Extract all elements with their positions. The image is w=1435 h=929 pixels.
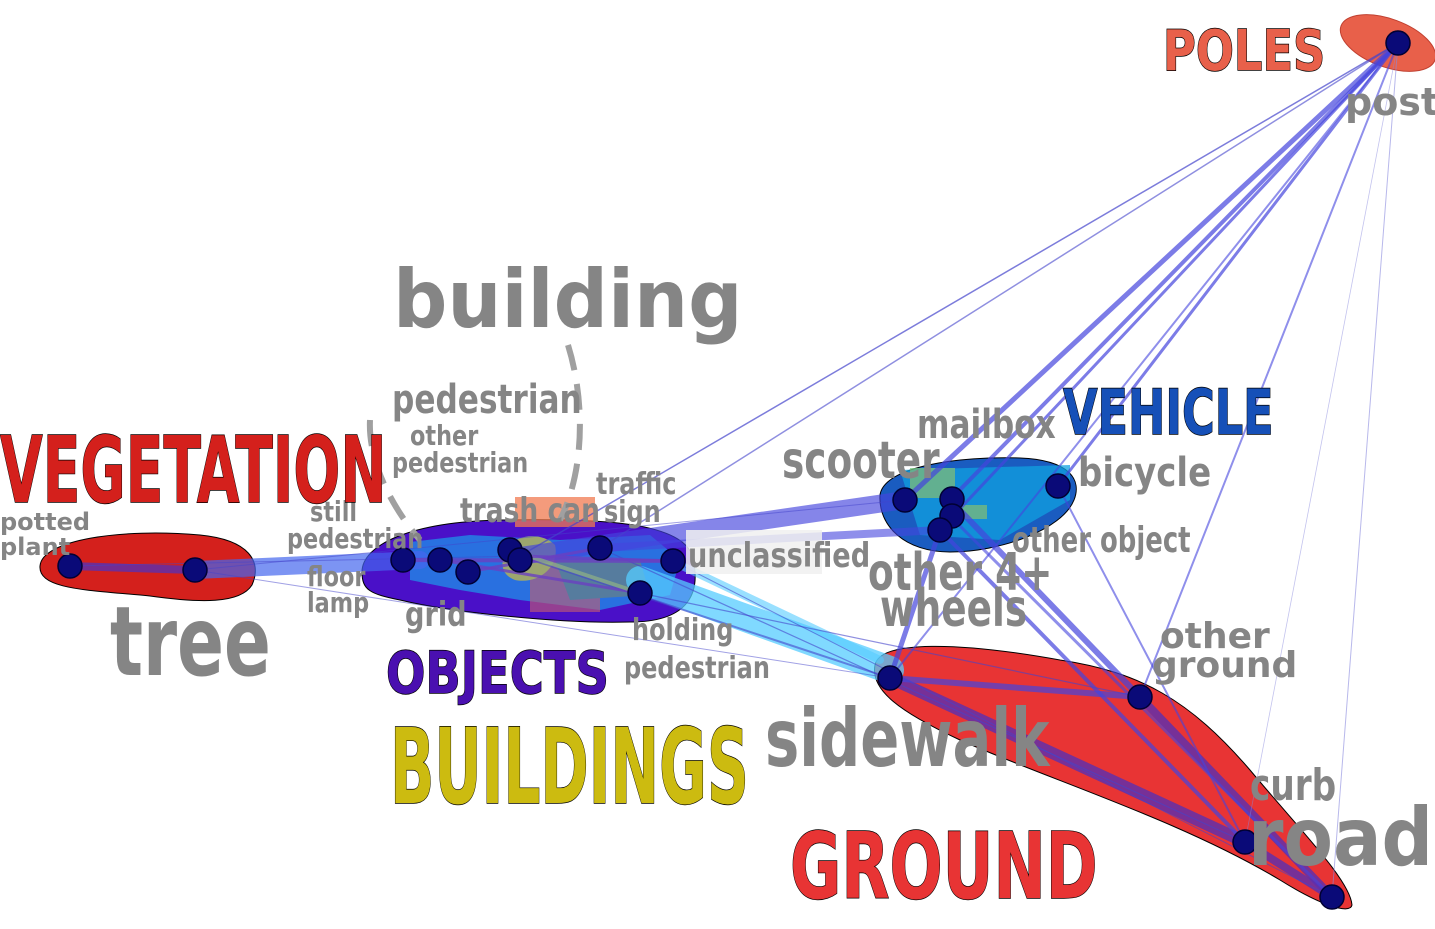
node-other-ground[interactable] <box>1127 684 1153 710</box>
label-potted-plant-2: plant <box>0 533 70 561</box>
label-holding-pedestrian-1: holding <box>632 613 733 647</box>
node-building[interactable] <box>507 547 533 573</box>
group-labels: POLES VEHICLE VEGETATION OBJECTS BUILDIN… <box>0 17 1326 921</box>
group-label-objects: OBJECTS <box>386 640 609 707</box>
node-grid[interactable] <box>455 559 481 585</box>
class-labels: post building pedestrian other pedestria… <box>0 80 1435 884</box>
node-potted-plant[interactable] <box>57 553 83 579</box>
label-other-4-wheels-1: other 4+ <box>868 542 1053 603</box>
label-road: road <box>1248 790 1433 884</box>
label-building: building <box>393 254 743 346</box>
node-floor-lamp[interactable] <box>427 547 453 573</box>
label-holding-pedestrian-2: pedestrian <box>624 651 770 685</box>
label-potted-plant-1: potted <box>0 508 90 536</box>
label-other-ground-1: other <box>1160 616 1270 657</box>
label-sidewalk: sidewalk <box>765 693 1051 786</box>
group-label-buildings: BUILDINGS <box>390 707 749 828</box>
label-tree: tree <box>110 585 271 697</box>
poles-hull <box>1339 14 1435 72</box>
node-other-4-wheels[interactable] <box>927 517 953 543</box>
label-traffic-sign-1: traffic <box>596 467 676 501</box>
label-mailbox: mailbox <box>917 402 1056 448</box>
label-grid: grid <box>405 595 467 635</box>
group-label-poles: POLES <box>1163 18 1325 83</box>
group-label-vegetation: VEGETATION <box>0 417 387 524</box>
node-road[interactable] <box>1319 884 1345 910</box>
label-scooter: scooter <box>782 430 940 491</box>
label-floor-lamp-2: lamp <box>307 585 369 618</box>
label-curb: curb <box>1250 760 1336 811</box>
group-label-ground: GROUND <box>790 813 1098 921</box>
node-still-pedestrian[interactable] <box>390 547 416 573</box>
node-post[interactable] <box>1385 30 1411 56</box>
label-trash-can: trash can <box>460 492 600 531</box>
label-other-4-wheels-2: wheels <box>880 578 1027 639</box>
group-label-vehicle: VEHICLE <box>1063 377 1274 449</box>
node-bicycle[interactable] <box>1045 473 1071 499</box>
node-curb[interactable] <box>1232 829 1258 855</box>
pedestrian-dashed-arc <box>366 419 423 542</box>
node-traffic-sign[interactable] <box>587 535 613 561</box>
label-bicycle: bicycle <box>1078 449 1211 495</box>
node-scooter[interactable] <box>892 487 918 513</box>
label-floor-lamp-1: floor <box>307 559 366 592</box>
node-tree[interactable] <box>182 557 208 583</box>
node-unclassified[interactable] <box>660 548 686 574</box>
graph-nodes <box>57 30 1411 910</box>
node-sidewalk[interactable] <box>877 665 903 691</box>
node-holding-pedestrian[interactable] <box>627 580 653 606</box>
label-pedestrian: pedestrian <box>392 377 582 423</box>
label-still-pedestrian-2: pedestrian <box>287 521 423 554</box>
label-still-pedestrian-1: still <box>310 494 357 527</box>
label-traffic-sign-2: sign <box>604 495 661 529</box>
building-dashed-arc <box>557 344 583 522</box>
unclassified-label-bg <box>686 530 822 574</box>
label-unclassified: unclassified <box>688 536 870 576</box>
graph-edges <box>66 40 1401 901</box>
label-post: post <box>1345 80 1435 124</box>
label-other-pedestrian-2: pedestrian <box>392 445 528 478</box>
label-other-pedestrian-1: other <box>410 418 479 451</box>
label-other-ground-2: ground <box>1152 645 1297 686</box>
label-other-object: other object <box>1012 520 1191 561</box>
